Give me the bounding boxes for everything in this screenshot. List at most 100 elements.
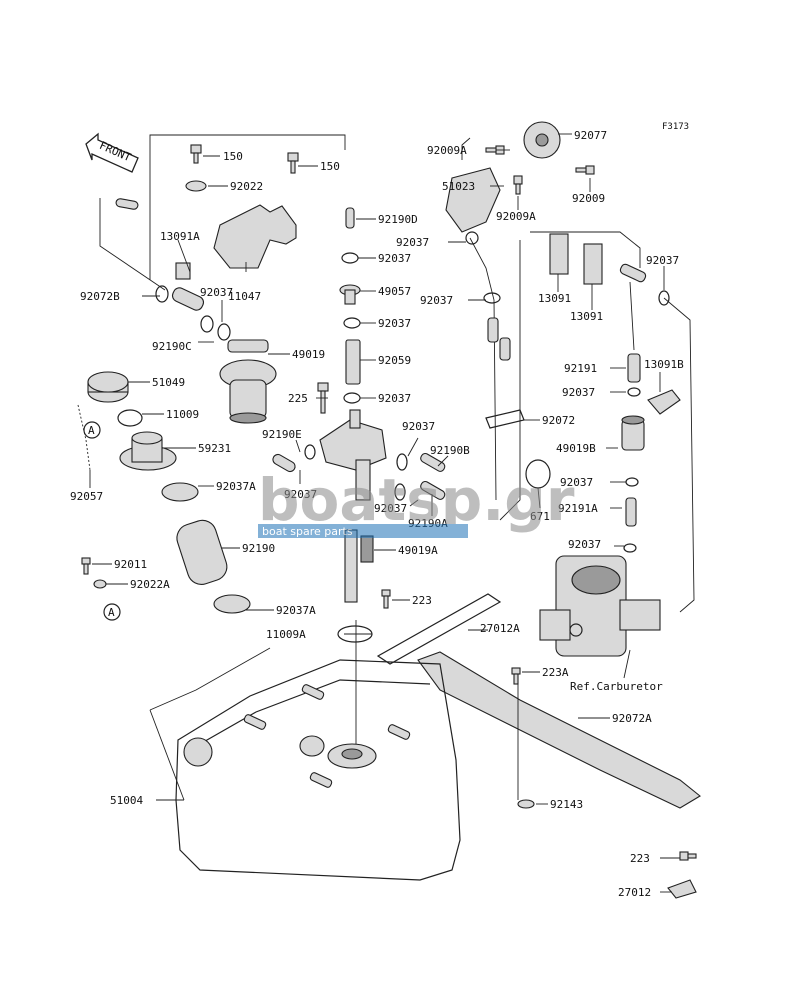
- leader-clamps: [530, 231, 641, 351]
- clip-92037-i: [394, 483, 406, 501]
- label-92037-j: 92037: [560, 476, 593, 489]
- label-92037A-b: 92037A: [276, 604, 316, 617]
- label-92022A: 92022A: [130, 578, 170, 591]
- label-225: 225: [288, 392, 308, 405]
- bolt-223: [381, 589, 391, 609]
- label-92037-f: 92037: [562, 386, 595, 399]
- clip-92037-b2: [217, 323, 231, 341]
- filler-cap-51049: [87, 371, 129, 403]
- hose-small-upper: [115, 198, 139, 210]
- label-92072: 92072: [542, 414, 575, 427]
- leader-tank-left: [149, 647, 271, 711]
- label-92190B: 92190B: [430, 444, 470, 457]
- label-13091-a: 13091: [538, 292, 571, 305]
- figure-id: F3173: [662, 122, 689, 132]
- gasket-11009: [117, 409, 143, 427]
- label-92037-b: 92037: [200, 286, 233, 299]
- label-27012: 27012: [618, 886, 651, 899]
- label-92077: 92077: [574, 129, 607, 142]
- bracket-27012: [667, 879, 697, 899]
- watermark-bar: [258, 524, 468, 538]
- label-92011: 92011: [114, 558, 147, 571]
- strainer-49019A: [344, 529, 374, 603]
- bolt-150-right: [287, 152, 299, 174]
- screw-92011: [81, 557, 91, 575]
- callout-labels: 92009A 92077 51023 92009 92009A 150 150 …: [70, 129, 684, 899]
- filter-49019B: [621, 415, 645, 451]
- washer-92143: [517, 799, 535, 809]
- label-92037A: 92037A: [216, 480, 256, 493]
- watermark-tagline: boat spare parts: [262, 525, 353, 538]
- label-49019A: 49019A: [398, 544, 438, 557]
- watermark: boatsp.gr boat spare parts: [258, 466, 575, 538]
- hose-92190A: [420, 480, 446, 500]
- hose-segment-b: [499, 337, 511, 361]
- label-223-bottom: 223: [630, 852, 650, 865]
- marker-a-2-label: A: [108, 606, 115, 619]
- hose-92191-top: [619, 263, 647, 283]
- clip-92037-k: [623, 543, 637, 553]
- label-92057: 92057: [70, 490, 103, 503]
- label-92191: 92191: [564, 362, 597, 375]
- label-51004: 51004: [110, 794, 143, 807]
- bolt-150-left: [190, 144, 202, 164]
- label-92009: 92009: [572, 192, 605, 205]
- label-223: 223: [412, 594, 432, 607]
- clip-92037-e: [627, 387, 641, 397]
- fuel-pump-51023: [445, 167, 501, 233]
- label-92191A: 92191A: [558, 502, 598, 515]
- label-92009A: 92009A: [427, 144, 467, 157]
- label-92037-c: 92037: [420, 294, 453, 307]
- label-150-left: 150: [223, 150, 243, 163]
- label-49057: 49057: [378, 285, 411, 298]
- hose-92190D: [345, 207, 355, 229]
- clip-92037-right: [658, 290, 670, 306]
- tether-92057: [77, 404, 91, 471]
- label-ref-carburetor: Ref.Carburetor: [570, 680, 663, 693]
- label-92037-right: 92037: [646, 254, 679, 267]
- label-92037-k: 92037: [568, 538, 601, 551]
- leader-hose-right-2: [499, 240, 521, 521]
- marker-a-1: [83, 421, 101, 439]
- label-49019: 49019: [292, 348, 325, 361]
- leader-return-line: [663, 297, 695, 613]
- group-line-2: [461, 137, 471, 160]
- label-92037-e: 92037: [378, 392, 411, 405]
- hose-92190B: [420, 452, 446, 472]
- bolt-225: [317, 382, 329, 414]
- washer-92022A: [93, 579, 107, 589]
- label-92037-g: 92037: [402, 420, 435, 433]
- watermark-brand: boatsp.gr: [258, 466, 575, 534]
- label-27012A: 27012A: [480, 622, 520, 635]
- label-671: 671: [530, 510, 550, 523]
- label-92009A-b: 92009A: [496, 210, 536, 223]
- clip-92072B: [155, 285, 169, 303]
- label-92190D: 92190D: [378, 213, 418, 226]
- label-92059: 92059: [378, 354, 411, 367]
- clip-92037-h: [304, 444, 316, 460]
- clamp-92037A-upper: [161, 482, 199, 502]
- label-92190E: 92190E: [262, 428, 302, 441]
- label-92037-h: 92037: [284, 488, 317, 501]
- label-92037-d: 92037: [378, 317, 411, 330]
- clip-92037-b: [200, 315, 214, 333]
- callout-leaders: [89, 133, 680, 893]
- label-92143: 92143: [550, 798, 583, 811]
- hose-92190C: [171, 287, 205, 311]
- bolt-92009A-b: [513, 175, 523, 195]
- fitting-49057: [339, 284, 361, 305]
- hose-92059: [345, 339, 361, 385]
- label-92072B: 92072B: [80, 290, 120, 303]
- bolt-223-bottom: [679, 851, 697, 861]
- clip-92037-g: [396, 453, 408, 471]
- leader-group-left: [99, 198, 166, 291]
- clamp-92037A-lower: [213, 594, 251, 614]
- label-59231: 59231: [198, 442, 231, 455]
- clip-92037-d: [483, 292, 501, 304]
- fuel-valve: [319, 409, 387, 501]
- carburetor: [539, 555, 661, 657]
- washer-92022: [185, 180, 207, 192]
- label-49019B: 49019B: [556, 442, 596, 455]
- clamp-13091-a: [549, 233, 569, 275]
